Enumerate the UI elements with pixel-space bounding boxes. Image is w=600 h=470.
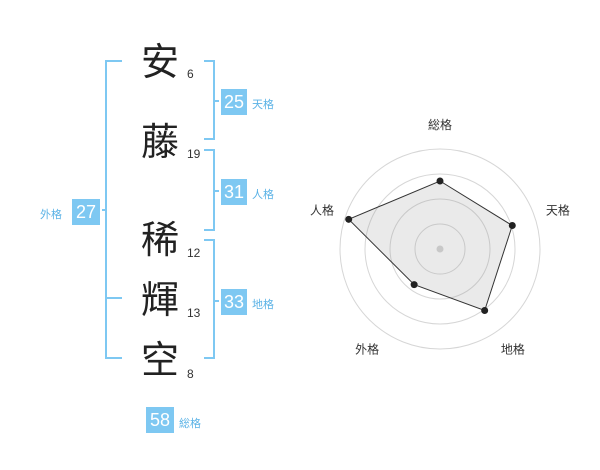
jinkaku-label: 人格 [252, 188, 274, 201]
radar-point-4 [410, 281, 418, 289]
chikaku-label: 地格 [252, 298, 274, 311]
radar-center-dot [436, 245, 444, 253]
soukaku-label: 総格 [179, 417, 201, 430]
stroke-count-4: 13 [187, 306, 201, 320]
radar-ring [389, 198, 491, 300]
name-char-3: 稀 [141, 218, 180, 262]
stroke-count-5: 8 [187, 367, 194, 381]
stroke-count-3: 12 [187, 246, 201, 260]
radar-ring [364, 173, 516, 325]
tenkaku-score-badge: 25 [221, 89, 247, 115]
radar-point-3 [481, 306, 489, 314]
radar-axis-label: 外格 [355, 341, 379, 356]
radar-point-2 [508, 222, 516, 230]
chikaku-score-badge: 33 [221, 289, 247, 315]
radar-axis-label: 地格 [501, 341, 525, 356]
radar-ring [414, 223, 466, 275]
radar-point-5 [345, 215, 353, 223]
radar-series-area [347, 180, 513, 312]
name-char-4: 輝 [141, 278, 180, 322]
stroke-count-2: 19 [187, 147, 201, 161]
gaikaku-label: 外格 [40, 208, 62, 221]
gaikaku-score-badge: 27 [72, 199, 100, 225]
name-char-2: 藤 [141, 120, 180, 164]
radar-axis-label: 人格 [310, 203, 334, 218]
radar-axis-label: 総格 [428, 117, 452, 132]
jinkaku-score-badge: 31 [221, 179, 247, 205]
stroke-count-1: 6 [187, 67, 194, 81]
tenkaku-label: 天格 [252, 98, 274, 111]
name-char-1: 安 [141, 40, 180, 84]
soukaku-score-badge: 58 [146, 407, 174, 433]
radar-axis-label: 天格 [546, 203, 570, 218]
radar-point-1 [436, 177, 444, 185]
name-char-5: 空 [141, 338, 180, 382]
